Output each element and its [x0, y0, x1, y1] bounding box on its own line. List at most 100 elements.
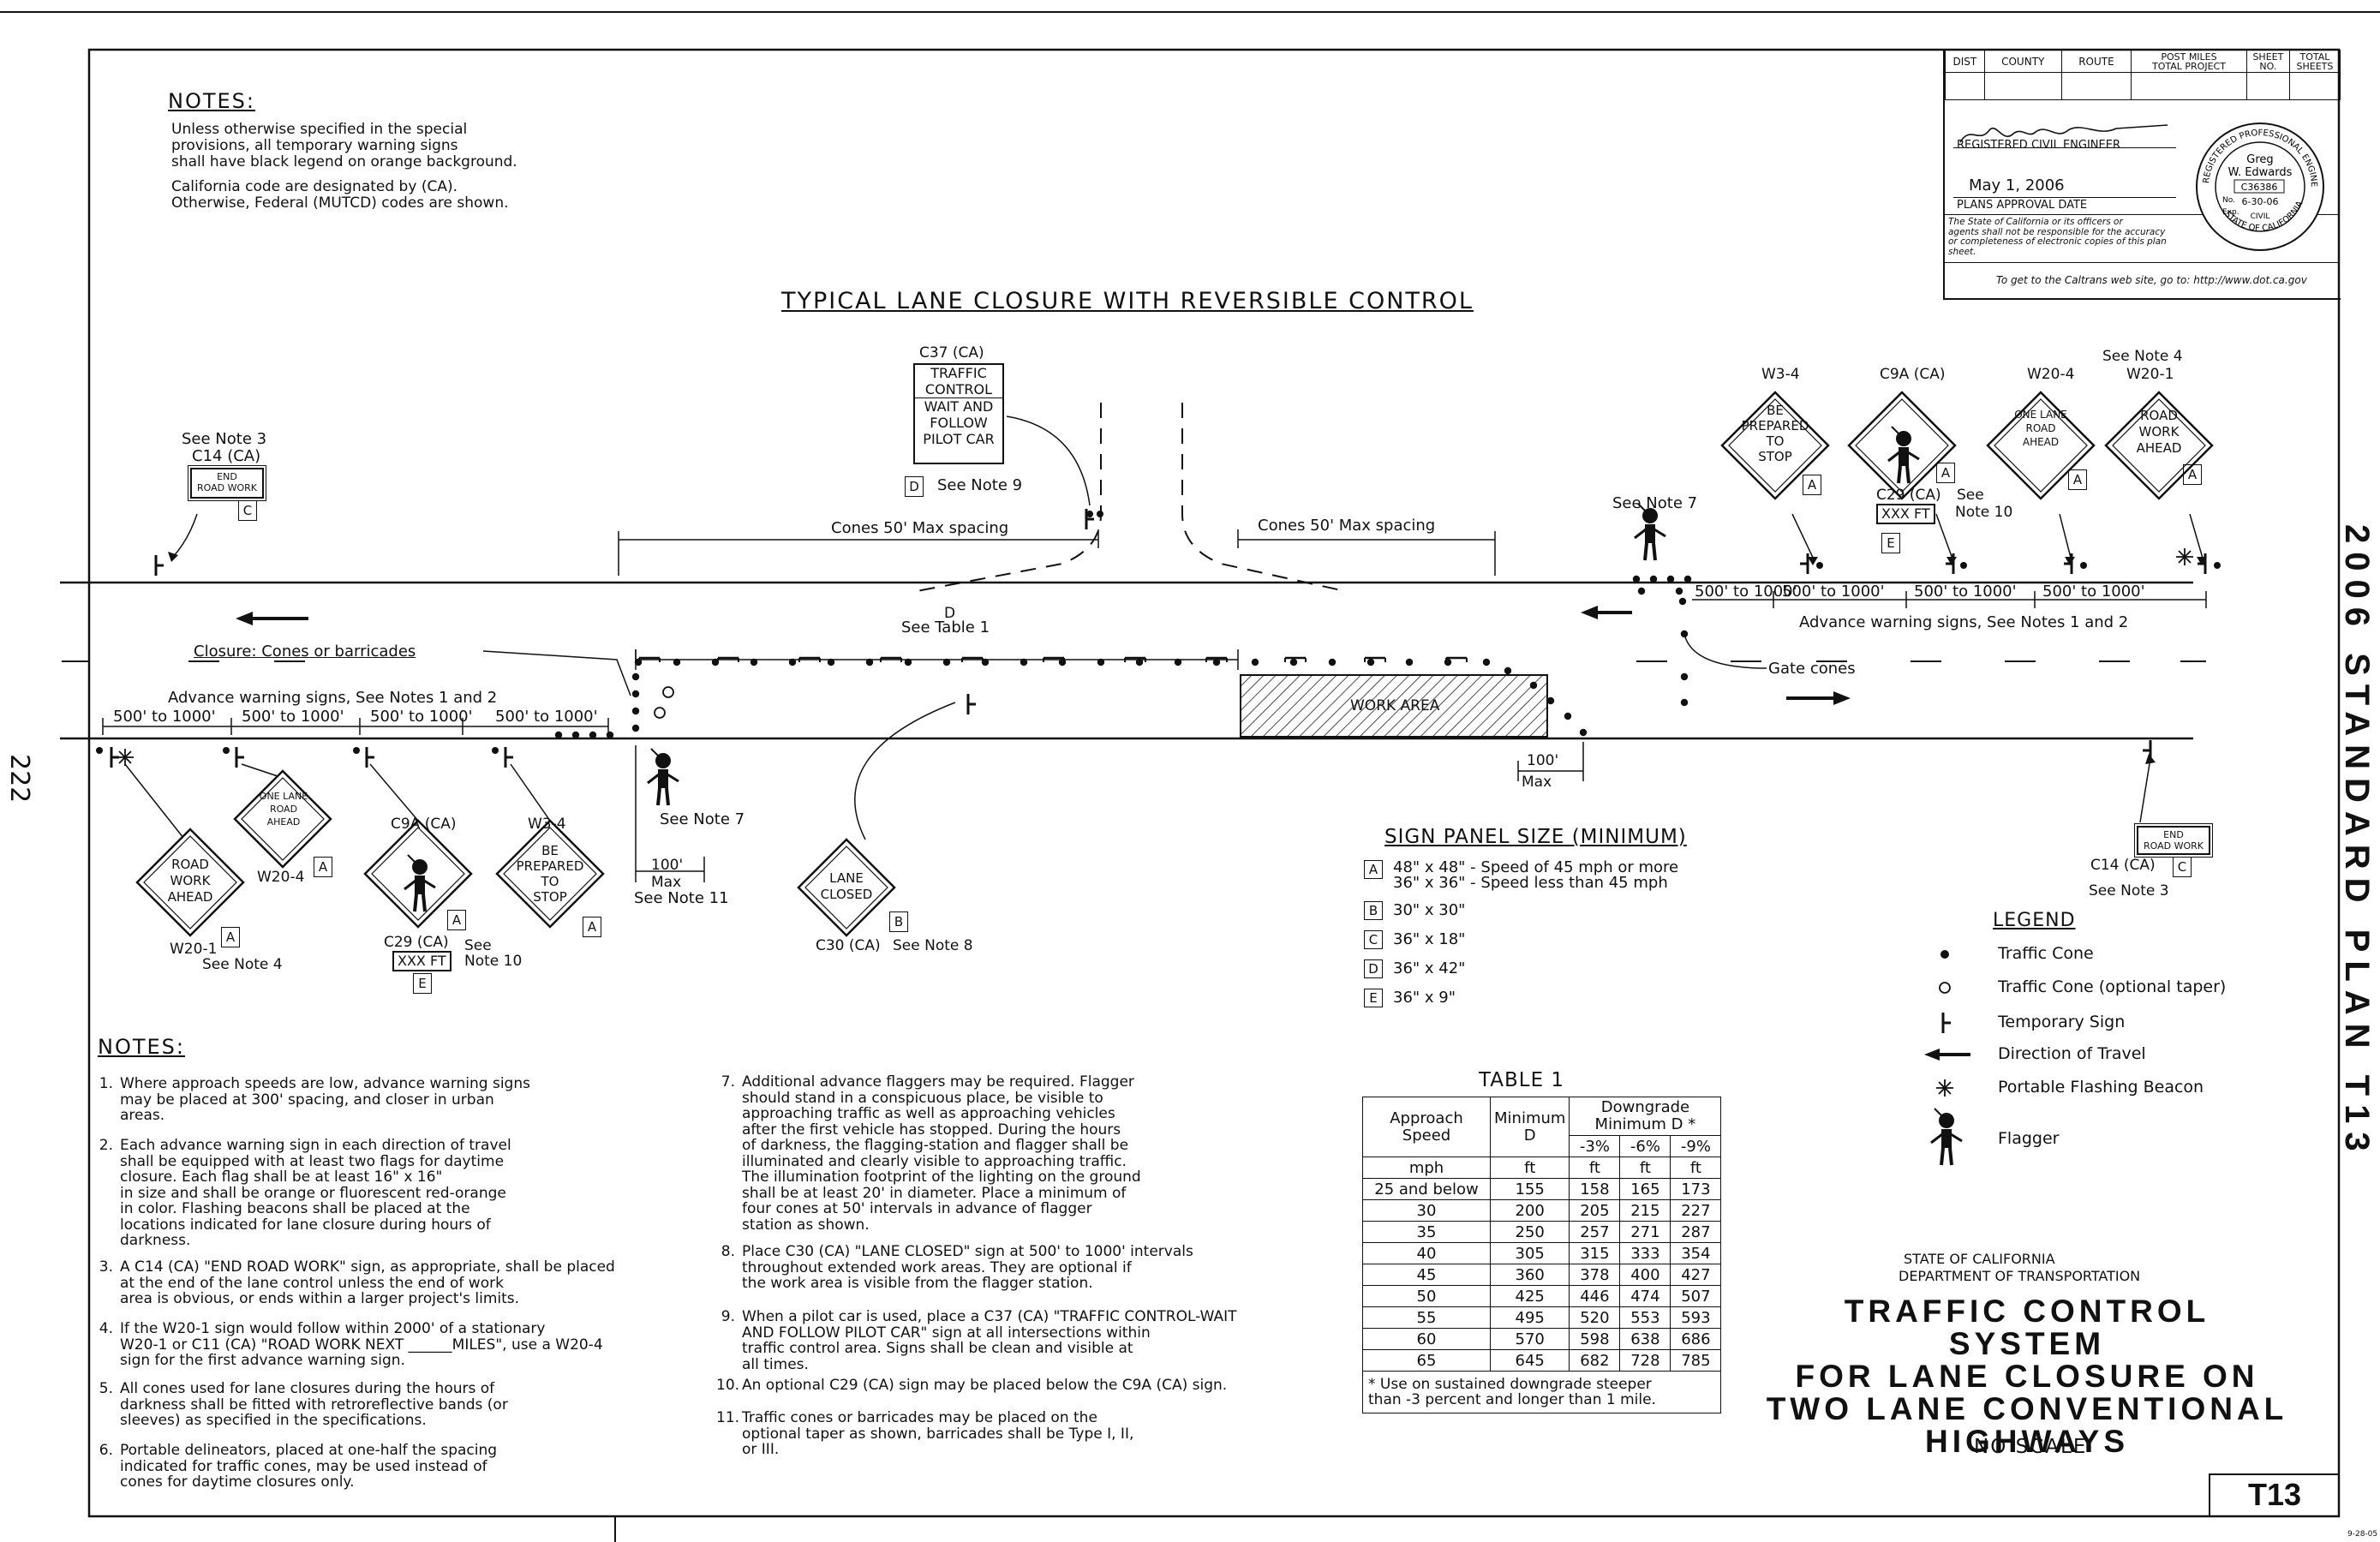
- sheet-title: TRAFFIC CONTROL SYSTEM FOR LANE CLOSURE …: [1761, 1295, 2293, 1458]
- note-item: 1.Where approach speeds are low, advance…: [94, 1076, 530, 1124]
- c30-text: LANE CLOSED: [812, 870, 881, 903]
- table1-cell: 271: [1619, 1221, 1671, 1243]
- panel-size: 30" x 30": [1393, 901, 1466, 919]
- table1-cell: 40: [1362, 1242, 1491, 1264]
- panel-c-badge: C: [238, 500, 257, 521]
- note-text: Place C30 (CA) "LANE CLOSED" sign at 500…: [742, 1243, 1193, 1292]
- w201-line: ROAD: [2140, 408, 2178, 423]
- table1-cell: 598: [1569, 1328, 1621, 1350]
- note-number: 1.: [99, 1075, 113, 1092]
- plan-id-box: T13: [2209, 1473, 2339, 1516]
- w204-text-right: ONE LANE ROAD AHEAD: [2005, 408, 2077, 449]
- see-note-4-left: See Note 4: [202, 956, 283, 973]
- sheet-title-line: TRAFFIC CONTROL SYSTEM: [1844, 1294, 2210, 1361]
- spacing-left-4: 500' to 1000': [495, 708, 598, 726]
- w34-line: TO: [1766, 433, 1785, 449]
- spacing-left-1: 500' to 1000': [113, 708, 216, 726]
- table1-footnote: * Use on sustained downgrade steeper: [1368, 1376, 1652, 1393]
- c14-left-note: See Note 3: [182, 430, 267, 448]
- note-text: An optional C29 (CA) sign may be placed …: [742, 1377, 1228, 1394]
- notes-right: 7.Additional advance flaggers may be req…: [716, 1074, 1367, 1503]
- top-note-line: shall have black legend on orange backgr…: [171, 153, 517, 170]
- note-number: 11.: [716, 1409, 740, 1426]
- w34-text-right: BE PREPARED TO STOP: [1732, 403, 1818, 464]
- panel-a-badge: A: [1803, 475, 1821, 495]
- tb-header: SHEET NO.: [2245, 50, 2290, 73]
- w201-line: AHEAD: [167, 889, 213, 905]
- note-item: 6.Portable delineators, placed at one-ha…: [94, 1443, 497, 1491]
- legend-symbols: [1924, 950, 1970, 1167]
- c37-code: C37 (CA): [919, 344, 984, 362]
- note-number: 10.: [716, 1377, 740, 1394]
- c29-sign-left: XXX FT: [392, 951, 451, 971]
- w201-sign-left: [135, 828, 245, 937]
- panel-letter: C: [1364, 930, 1383, 949]
- spacing-left-3: 500' to 1000': [370, 708, 473, 726]
- table1-cell: 446: [1569, 1285, 1621, 1307]
- table1-cell: 427: [1670, 1264, 1722, 1286]
- table1-cell: 205: [1569, 1199, 1621, 1222]
- panel-letter: A: [1364, 860, 1383, 879]
- panel-size: 48" x 48" - Speed of 45 mph or more: [1393, 858, 1679, 876]
- note-item: 11.Traffic cones or barricades may be pl…: [716, 1410, 1133, 1458]
- table1-cell: 25 and below: [1362, 1178, 1491, 1200]
- seal-exp-label: Exp.: [2222, 208, 2239, 217]
- table1-cell: 55: [1362, 1306, 1491, 1329]
- table1-cell: 333: [1619, 1242, 1671, 1264]
- panel-a-badge: A: [221, 927, 240, 947]
- tb-header: ROUTE: [2060, 50, 2132, 73]
- table1-cell: 158: [1569, 1178, 1621, 1200]
- note-number: 2.: [99, 1137, 113, 1154]
- see-note-9: See Note 9: [937, 476, 1023, 494]
- table1-cell: 315: [1569, 1242, 1621, 1264]
- table1-header: Approach Speed: [1362, 1097, 1491, 1157]
- state-line: STATE OF CALIFORNIA: [1904, 1251, 2055, 1267]
- top-notes-text: Unless otherwise specified in the specia…: [171, 122, 517, 212]
- sign-flags: [96, 511, 2221, 754]
- title-block-divider: [1945, 214, 2339, 215]
- note-text: When a pilot car is used, place a C37 (C…: [742, 1308, 1237, 1373]
- w34-sign-left: [495, 819, 605, 929]
- c14-line: ROAD WORK: [197, 482, 257, 493]
- note-text: Traffic cones or barricades may be place…: [742, 1409, 1134, 1458]
- w34-code-right: W3-4: [1761, 366, 1800, 383]
- seal-number: C36386: [2241, 182, 2278, 193]
- w204-sign-left: [233, 769, 332, 869]
- note-text: All cones used for lane closures during …: [120, 1380, 508, 1429]
- table1-unit: ft: [1670, 1156, 1722, 1179]
- w204-line: AHEAD: [266, 816, 301, 828]
- title-block: DIST COUNTY ROUTE POST MILES TOTAL PROJE…: [1943, 50, 2341, 300]
- table1-cell: 686: [1670, 1328, 1722, 1350]
- w204-line: ROAD: [2025, 422, 2056, 434]
- disclaimer-line: The State of California or its officers …: [1948, 217, 2123, 227]
- title-block-divider: [1945, 262, 2339, 263]
- disclaimer: The State of California or its officers …: [1948, 217, 2167, 257]
- note-item: 5.All cones used for lane closures durin…: [94, 1381, 508, 1429]
- gate-cones-label: Gate cones: [1768, 660, 1856, 678]
- sheet-title-line: FOR LANE CLOSURE ON: [1795, 1359, 2259, 1394]
- panel-e-badge: E: [413, 973, 432, 994]
- note-number: 7.: [721, 1073, 735, 1091]
- see-note-4-right: See Note 4: [2102, 348, 2183, 365]
- legend-item-direction: Direction of Travel: [1998, 1044, 2146, 1063]
- engineer-label: REGISTERED CIVIL ENGINEER: [1957, 139, 2120, 152]
- panel-a-badge: A: [1936, 463, 1955, 483]
- see-note-11: See Note 11: [634, 889, 729, 907]
- panel-d-badge: D: [905, 476, 924, 497]
- table1-cell: 65: [1362, 1349, 1491, 1372]
- w34-sign-right: [1720, 391, 1830, 500]
- panel-b-badge: B: [889, 911, 908, 932]
- table1-cell: 378: [1569, 1264, 1621, 1286]
- disclaimer-line: sheet.: [1948, 246, 1976, 257]
- disclaimer-line: or completeness of electronic copies of …: [1948, 236, 2167, 247]
- caltrans-web-link[interactable]: To get to the Caltrans web site, go to: …: [1996, 274, 2307, 286]
- scale-note: NO SCALE: [1974, 1436, 2088, 1458]
- side-title: 2006 STANDARD PLAN T13: [2338, 524, 2376, 1160]
- cones-spacing-left: Cones 50' Max spacing: [831, 519, 1009, 537]
- c9a-sign-left: [363, 819, 473, 929]
- legend-item-beacon: Portable Flashing Beacon: [1998, 1078, 2204, 1097]
